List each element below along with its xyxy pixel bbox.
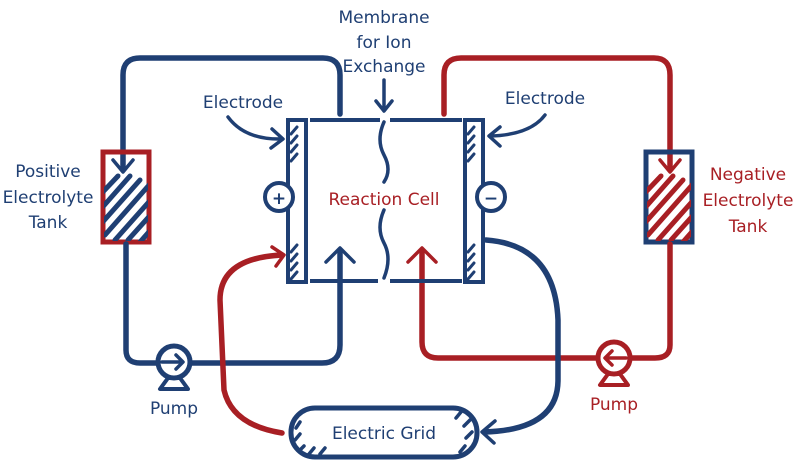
minus-symbol-label: −: [484, 189, 498, 209]
pipe-positive-supply: [123, 241, 343, 366]
reaction-cell-label: Reaction Cell: [328, 190, 439, 210]
positive-tank-label: Positive Electrolyte Tank: [3, 162, 94, 233]
arrow-into-positive-tank: [111, 158, 135, 174]
pipe-negative-return: [441, 55, 673, 173]
electric-grid-label: Electric Grid: [332, 424, 436, 444]
membrane-label: Membrane for Ion Exchange: [338, 8, 430, 113]
arrow-into-grid: [480, 419, 497, 445]
plus-symbol-label: +: [272, 189, 286, 209]
arrow-into-cell-negative: [406, 246, 438, 264]
pump-right-label: Pump: [590, 395, 638, 415]
pipe-negative-supply: [419, 241, 673, 361]
wire-negative-to-grid: [481, 237, 561, 435]
membrane: [378, 120, 390, 280]
negative-tank-label-line-3: Tank: [728, 217, 768, 237]
wire-grid-to-positive: [217, 252, 285, 436]
pump-left-label: Pump: [150, 399, 198, 419]
pipe-positive-return: [120, 55, 343, 173]
pump-right: [595, 339, 633, 387]
electrode-left-pointer-arrow: [226, 115, 285, 150]
negative-terminal: −: [475, 181, 507, 213]
negative-tank-label: Negative Electrolyte Tank: [703, 165, 794, 237]
electric-grid: Electric Grid: [288, 405, 480, 460]
electrode-right-pointer-arrow: [487, 113, 547, 148]
electrode-left-label: Electrode: [203, 93, 283, 113]
arrow-into-cell-positive: [324, 246, 356, 264]
electrode-right-label: Electrode: [505, 89, 585, 109]
positive-tank-label-line-1: Positive: [15, 162, 81, 182]
arrow-into-negative-tank: [658, 158, 682, 174]
membrane-label-line-3: Exchange: [342, 57, 425, 77]
reaction-cell: [286, 118, 485, 284]
negative-tank-label-line-1: Negative: [710, 165, 786, 185]
arrow-into-positive-electrode: [270, 245, 286, 268]
positive-tank-label-line-2: Electrolyte: [3, 188, 94, 208]
membrane-label-line-2: for Ion: [357, 33, 412, 53]
pump-left: [155, 343, 193, 391]
negative-tank-label-line-2: Electrolyte: [703, 191, 794, 211]
positive-terminal: +: [263, 181, 295, 213]
negative-electrolyte-tank: [643, 149, 695, 245]
positive-tank-label-line-3: Tank: [28, 213, 68, 233]
membrane-label-line-1: Membrane: [338, 8, 429, 28]
membrane-pointer-arrow: [374, 78, 394, 113]
